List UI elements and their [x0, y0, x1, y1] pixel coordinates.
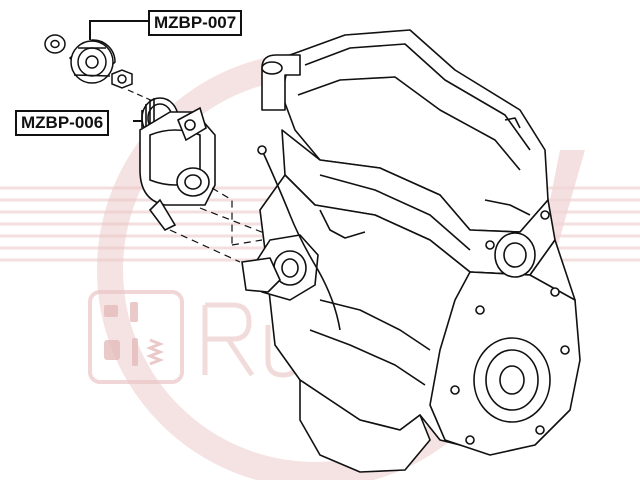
oil-pan: [299, 379, 431, 473]
oil-can-icon: [104, 305, 118, 317]
bolt: [111, 69, 133, 89]
leader-mzbp-007: [89, 20, 148, 40]
bottle-icon: [130, 302, 138, 322]
belt-tensioner-mzbp-006: [139, 97, 216, 232]
washer: [44, 34, 66, 54]
watermark-rumi-box: [88, 290, 184, 384]
part-label-mzbp-007[interactable]: MZBP-007: [148, 10, 243, 36]
filter-icon: [104, 340, 120, 360]
spring-icon: [145, 338, 165, 366]
part-label-mzbp-006[interactable]: MZBP-006: [15, 110, 110, 136]
dipstick: [261, 149, 341, 331]
watermark-icons: [104, 302, 165, 366]
mount-bracket: [241, 257, 281, 293]
idler-pulley-mzbp-007: [68, 39, 116, 84]
spark-plug-icon: [132, 338, 138, 366]
engine-block: [241, 29, 581, 473]
